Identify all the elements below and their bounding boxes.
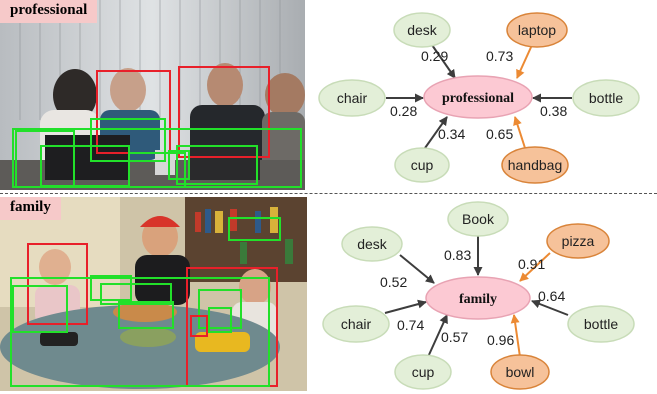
edge-desk [399, 254, 435, 284]
detection-box-object [12, 285, 68, 333]
node-laptop: laptop [506, 12, 568, 48]
edge-bottle [531, 299, 569, 316]
svg-text:Book: Book [462, 211, 495, 227]
detection-box-object [198, 289, 242, 329]
edge-cup [427, 314, 448, 358]
relation-graph-family: Book desk pizza chair bottle cup bowl fa… [322, 201, 635, 390]
detection-box-object [208, 307, 232, 333]
edge-bowl [510, 314, 521, 358]
svg-text:cup: cup [412, 364, 435, 380]
node-cup: cup [394, 147, 450, 183]
detection-box-object [228, 217, 281, 241]
svg-text:laptop: laptop [518, 22, 556, 38]
svg-text:bowl: bowl [506, 364, 535, 380]
svg-text:cup: cup [411, 157, 434, 173]
node-book: Book [447, 201, 509, 237]
detection-box-object [168, 150, 190, 180]
node-cup: cup [394, 354, 452, 390]
detection-box-person [190, 315, 208, 337]
svg-text:chair: chair [341, 316, 372, 332]
svg-text:desk: desk [357, 236, 388, 252]
edge-weight-bottle: 0.38 [540, 103, 567, 119]
node-bottle: bottle [567, 305, 635, 343]
node-chair: chair [322, 305, 390, 343]
scene-label: professional [0, 0, 98, 23]
node-desk: desk [393, 12, 451, 48]
svg-text:handbag: handbag [508, 157, 563, 173]
node-desk: desk [341, 226, 403, 262]
node-bowl: bowl [490, 354, 550, 390]
edge-weight-chair: 0.28 [390, 103, 417, 119]
detection-box-object [90, 275, 132, 301]
edge-laptop [516, 44, 533, 79]
edge-weight-bowl: 0.96 [487, 332, 514, 348]
detection-box-object [10, 277, 270, 387]
photo-family: family [0, 197, 307, 391]
edge-weight-laptop: 0.73 [486, 48, 513, 64]
meeting-scene-illustration [0, 0, 305, 190]
edge-weight-handbag: 0.65 [486, 126, 513, 142]
detection-box-object [128, 152, 186, 188]
edge-handbag [513, 116, 526, 149]
edge-pizza [519, 252, 551, 282]
svg-text:family: family [459, 292, 497, 307]
edge-chair [384, 299, 427, 314]
node-bottle: bottle [572, 79, 640, 117]
scene-label: family [0, 197, 61, 220]
detection-box-object [176, 145, 258, 185]
svg-text:bottle: bottle [589, 90, 623, 106]
edge-weight-desk: 0.52 [380, 274, 407, 290]
node-center-family: family [425, 276, 531, 320]
section-divider [0, 193, 657, 194]
edge-weight-chair: 0.74 [397, 317, 424, 333]
svg-text:bottle: bottle [584, 316, 618, 332]
detection-box-person [178, 66, 270, 158]
edge-desk [431, 44, 456, 79]
svg-text:desk: desk [407, 22, 438, 38]
edge-weight-book: 0.83 [444, 247, 471, 263]
edge-weight-desk: 0.29 [421, 48, 448, 64]
node-pizza: pizza [546, 223, 610, 259]
svg-text:pizza: pizza [562, 233, 595, 249]
node-chair: chair [318, 79, 386, 117]
node-center-professional: professional [423, 75, 533, 119]
edge-weight-cup: 0.34 [438, 126, 465, 142]
node-handbag: handbag [501, 146, 569, 184]
detection-box-object [40, 145, 130, 187]
detection-box-object [118, 301, 174, 329]
relation-graph-professional: desk laptop chair bottle cup handbag pro… [318, 12, 640, 184]
photo-professional: professional [0, 0, 305, 190]
edge-cup [424, 116, 448, 149]
svg-text:chair: chair [337, 90, 368, 106]
svg-text:professional: professional [442, 91, 514, 106]
edge-weight-pizza: 0.91 [518, 256, 545, 272]
edge-weight-cup: 0.57 [441, 329, 468, 345]
detection-box-person [27, 243, 88, 325]
edge-weight-bottle: 0.64 [538, 288, 565, 304]
detection-box-object [100, 283, 172, 305]
